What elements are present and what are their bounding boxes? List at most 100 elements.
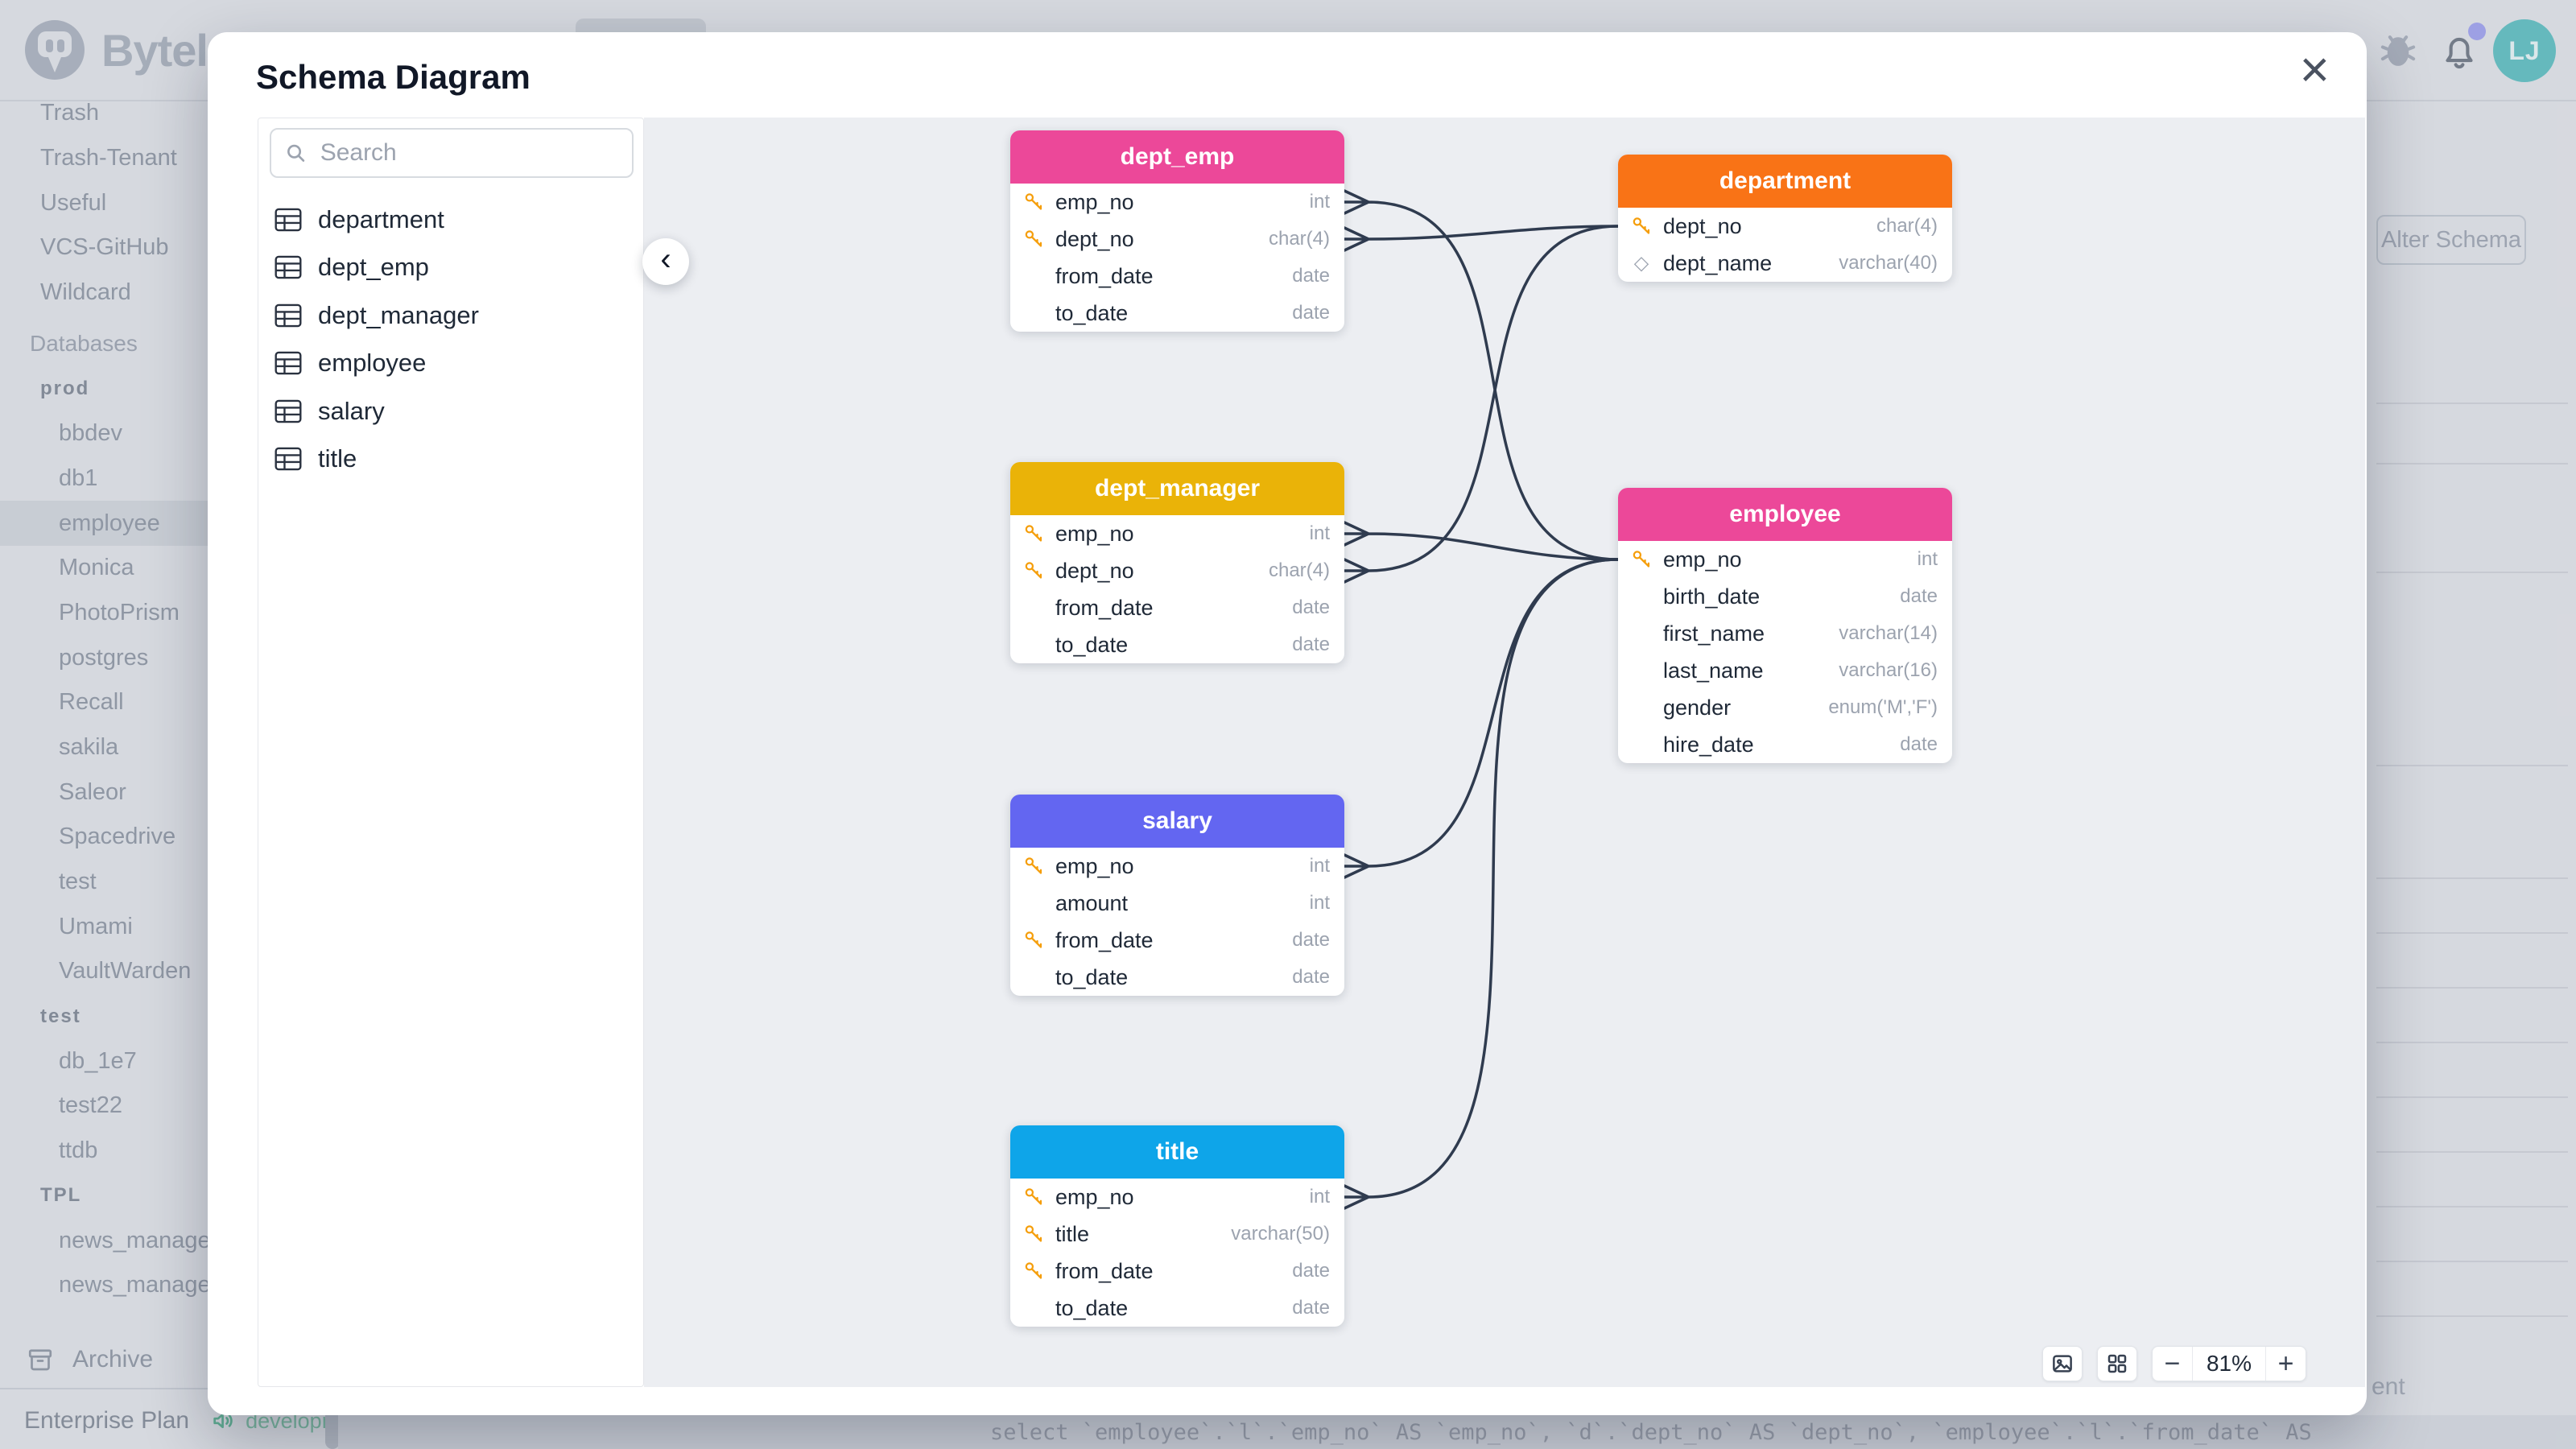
- field-type: date: [1900, 733, 1938, 755]
- field-type: int: [1309, 1186, 1330, 1208]
- sidebar-db-item[interactable]: postgres: [59, 644, 149, 671]
- sidebar-db-item[interactable]: Saleor: [59, 778, 126, 805]
- user-avatar[interactable]: LJ: [2493, 19, 2556, 82]
- field-type: int: [1309, 522, 1330, 544]
- sidebar-db-item[interactable]: Umami: [59, 913, 133, 939]
- entity-field-row: to_date date: [1010, 295, 1344, 332]
- entity-table-header: employee: [1618, 488, 1952, 541]
- collapse-panel-button[interactable]: ‹: [642, 238, 689, 285]
- table-list-label: department: [318, 204, 444, 233]
- table-list-item-salary[interactable]: salary: [258, 387, 643, 436]
- sidebar-db-item[interactable]: bbdev: [59, 420, 123, 447]
- field-name: emp_no: [1055, 1184, 1134, 1209]
- primary-key-icon: [1025, 562, 1042, 579]
- sidebar-db-item[interactable]: news_manage: [59, 1227, 211, 1253]
- sidebar-db-item[interactable]: PhotoPrism: [59, 599, 180, 625]
- export-image-button[interactable]: [2042, 1346, 2083, 1381]
- primary-key-icon: [1025, 230, 1042, 247]
- entity-table-header: dept_emp: [1010, 130, 1344, 184]
- sidebar-db-item[interactable]: Recall: [59, 689, 124, 716]
- sidebar-group-label[interactable]: TPL: [40, 1184, 82, 1207]
- alter-schema-button[interactable]: Alter Schema: [2376, 215, 2526, 265]
- relationship-edge: [1343, 225, 1620, 252]
- faint-row-divider: [2376, 1315, 2568, 1317]
- auto-layout-button[interactable]: [2097, 1346, 2137, 1381]
- field-type: int: [1309, 855, 1330, 877]
- field-name: last_name: [1663, 658, 1764, 683]
- sidebar-group-label[interactable]: test: [40, 1005, 81, 1027]
- faint-row-divider: [2376, 1042, 2568, 1043]
- sidebar-db-item[interactable]: db_1e7: [59, 1047, 137, 1074]
- table-list-item-dept_emp[interactable]: dept_emp: [258, 244, 643, 292]
- sidebar-project-item[interactable]: Useful: [40, 189, 107, 216]
- notifications-bell-icon[interactable]: [2436, 27, 2483, 78]
- table-list-item-department[interactable]: department: [258, 196, 643, 244]
- field-type: varchar(40): [1839, 252, 1938, 274]
- sidebar-db-item[interactable]: db1: [59, 464, 98, 491]
- sidebar-project-item[interactable]: VCS-GitHub: [40, 234, 169, 261]
- table-list-label: title: [318, 444, 357, 473]
- primary-key-icon: [1025, 1188, 1042, 1205]
- table-list-item-dept_manager[interactable]: dept_manager: [258, 291, 643, 340]
- sidebar-db-item[interactable]: ttdb: [59, 1137, 98, 1164]
- sidebar-group-label[interactable]: prod: [40, 377, 90, 399]
- sidebar-db-item[interactable]: news_manage: [59, 1272, 211, 1298]
- table-icon: [275, 303, 302, 327]
- field-name: from_date: [1055, 927, 1154, 952]
- relationship-edges: [1343, 189, 1620, 1210]
- search-input[interactable]: [318, 138, 619, 167]
- table-list-item-employee[interactable]: employee: [258, 340, 643, 388]
- sidebar-db-item[interactable]: VaultWarden: [59, 958, 192, 985]
- primary-key-icon: [1633, 551, 1649, 568]
- close-icon[interactable]: ×: [2299, 40, 2330, 98]
- sidebar-db-item[interactable]: test22: [59, 1092, 122, 1119]
- field-name: dept_no: [1055, 558, 1134, 583]
- field-name: from_date: [1055, 263, 1154, 288]
- zoom-out-button[interactable]: −: [2153, 1347, 2193, 1381]
- sidebar-db-item[interactable]: sakila: [59, 733, 119, 760]
- sidebar-db-item[interactable]: test: [59, 869, 97, 895]
- bytebase-logo-icon[interactable]: [24, 19, 85, 85]
- field-name: birth_date: [1663, 584, 1761, 609]
- sidebar-db-item[interactable]: Monica: [59, 555, 134, 581]
- faint-row-divider: [2376, 572, 2568, 573]
- field-name: emp_no: [1663, 547, 1742, 572]
- faint-row-divider: [2376, 765, 2568, 766]
- sidebar-project-item[interactable]: Trash-Tenant: [40, 145, 177, 171]
- debug-bug-icon[interactable]: [2376, 29, 2420, 76]
- zoom-in-button[interactable]: +: [2265, 1347, 2306, 1381]
- table-list-item-title[interactable]: title: [258, 436, 643, 484]
- zoom-control: − 81% +: [2152, 1346, 2306, 1381]
- sidebar-project-item[interactable]: Trash: [40, 100, 100, 126]
- field-type: enum('M','F'): [1828, 696, 1938, 718]
- field-name: from_date: [1055, 1258, 1154, 1283]
- sidebar-db-item[interactable]: Spacedrive: [59, 824, 176, 850]
- faint-row-divider: [2376, 877, 2568, 879]
- field-type: date: [1292, 597, 1330, 618]
- field-name: to_date: [1055, 300, 1129, 325]
- archive-box-icon: [28, 1349, 52, 1371]
- search-icon: [287, 144, 305, 162]
- sidebar-project-item[interactable]: Wildcard: [40, 279, 131, 306]
- chevron-left-icon: ‹: [660, 241, 671, 277]
- image-icon: [2053, 1355, 2072, 1373]
- sidebar-item-archive[interactable]: Archive: [0, 1336, 346, 1383]
- faint-row-divider: [2376, 1206, 2568, 1208]
- field-type: date: [1292, 302, 1330, 324]
- field-name: dept_no: [1055, 226, 1134, 251]
- faint-row-divider: [2376, 932, 2568, 934]
